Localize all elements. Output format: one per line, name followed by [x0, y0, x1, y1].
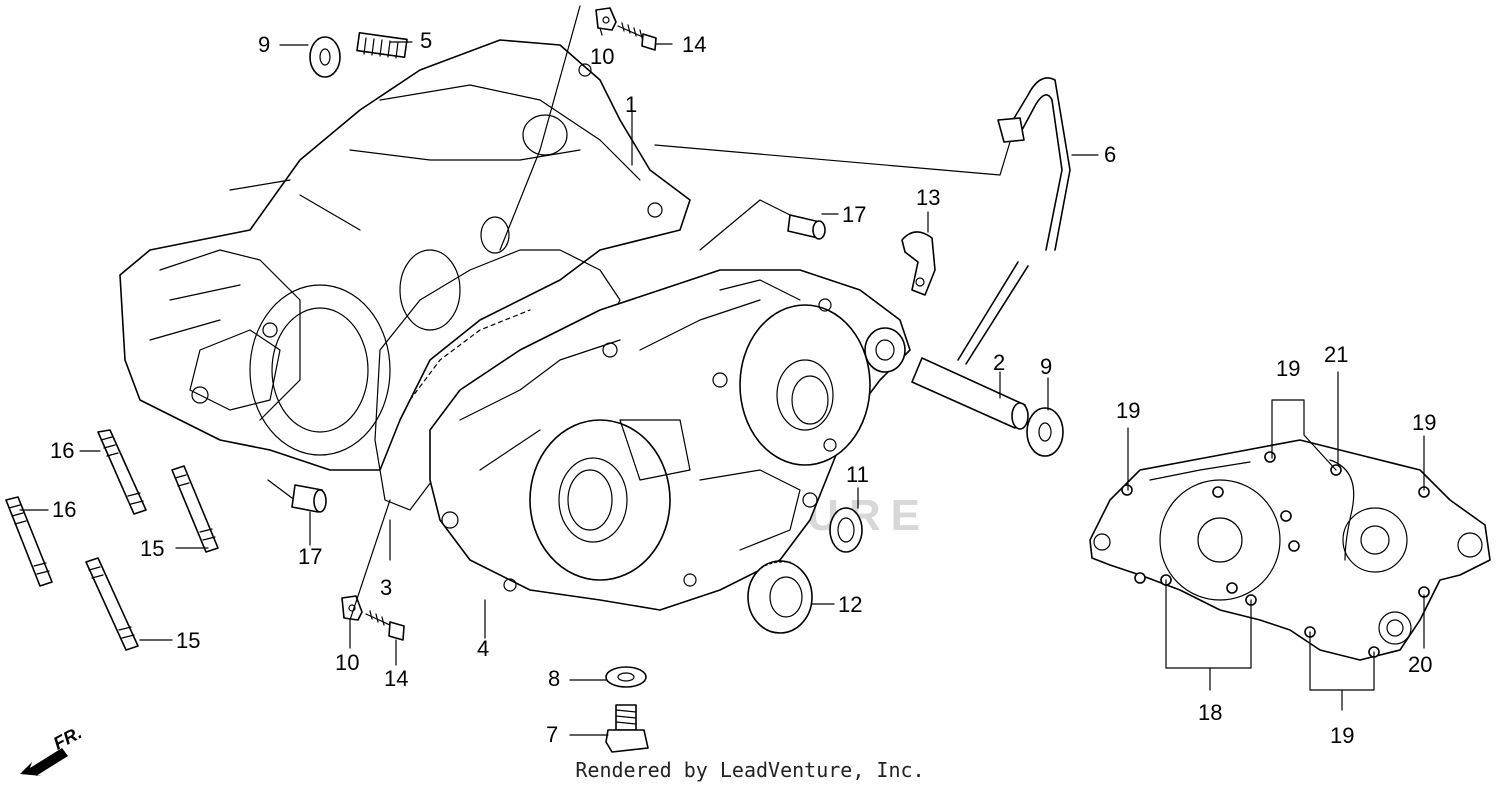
clamp-13 [901, 231, 936, 296]
callout-19-b: 19 [1276, 356, 1300, 381]
callout-19-c: 19 [1412, 410, 1436, 435]
left-crankcase-half [119, 39, 691, 471]
dowel-17-upper [787, 214, 826, 240]
leader-lines [19, 5, 1425, 736]
callout-16-lower: 16 [52, 497, 76, 522]
dowel-17-lower [291, 484, 327, 513]
callout-3: 3 [380, 575, 392, 600]
callout-6: 6 [1104, 142, 1116, 167]
callout-20: 20 [1408, 652, 1432, 677]
callout-18: 18 [1198, 700, 1222, 725]
callout-15-lower: 15 [176, 628, 200, 653]
callout-7: 7 [546, 722, 558, 747]
callout-19-a: 19 [1116, 398, 1140, 423]
callout-4: 4 [477, 636, 489, 661]
washer-8 [605, 666, 647, 688]
callout-11: 11 [846, 462, 869, 487]
washer-9-right [1026, 407, 1064, 457]
direction-label: FR. [50, 722, 85, 753]
drain-bolt-7 [605, 704, 649, 753]
callout-13: 13 [916, 185, 940, 210]
callout-9-top: 9 [258, 32, 270, 57]
callout-10-bottom: 10 [335, 650, 359, 675]
callout-17-lower: 17 [298, 544, 322, 569]
footer-credit: Rendered by LeadVenture, Inc. [575, 758, 925, 782]
callout-15-upper: 15 [140, 536, 164, 561]
clip-10-bottom [341, 595, 363, 621]
stud-15-lower [85, 557, 139, 651]
bolt-14-bottom [365, 610, 405, 641]
callout-10-top: 10 [590, 44, 614, 69]
callout-21: 21 [1324, 342, 1348, 367]
washer-9-top [309, 36, 341, 78]
bearing-5 [356, 31, 408, 59]
callout-16-upper: 16 [50, 438, 74, 463]
stud-16-lower [5, 496, 53, 587]
callout-5: 5 [420, 28, 432, 53]
callout-8: 8 [548, 666, 560, 691]
breather-tube-6 [957, 77, 1071, 365]
callout-numbers: 1 2 3 4 5 6 7 8 9 9 10 10 11 12 13 14 14… [50, 28, 1436, 748]
callout-12: 12 [838, 592, 862, 617]
clip-10-top [595, 7, 617, 31]
callout-2: 2 [993, 350, 1005, 375]
pipe-2 [911, 357, 1029, 430]
callout-17-upper: 17 [842, 202, 866, 227]
bolt-14-top [617, 22, 657, 51]
callout-14-top: 14 [682, 32, 706, 57]
stud-16-upper [97, 429, 147, 515]
oil-seal-12 [747, 560, 813, 634]
callout-14-bottom: 14 [384, 666, 408, 691]
right-crankcase-half [429, 269, 911, 611]
callout-19-d: 19 [1330, 723, 1354, 748]
front-direction-arrow-icon: FR. [20, 722, 85, 776]
crankcase-inner-view [1089, 439, 1491, 661]
oil-seal-11 [829, 507, 863, 553]
stud-15-upper [171, 465, 219, 553]
callout-9-right: 9 [1040, 354, 1052, 379]
callout-1: 1 [625, 92, 637, 117]
